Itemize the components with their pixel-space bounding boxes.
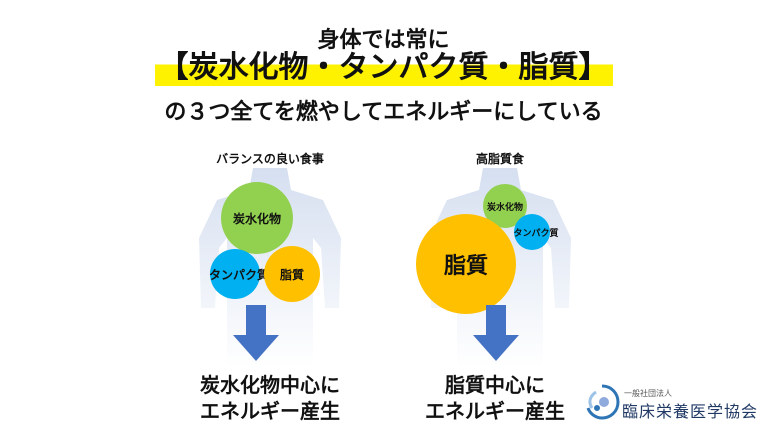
right-down-arrow <box>473 305 519 361</box>
left-result-line1: 炭水化物中心に <box>200 373 340 397</box>
right-result-line1: 脂質中心に <box>445 373 545 397</box>
right-fat-circle: 脂質 <box>416 214 516 314</box>
right-caption: 高脂質食 <box>475 152 524 166</box>
left-down-arrow <box>233 305 279 361</box>
title-line2-wrap: 【炭水化物・タンパク質・脂質】 <box>0 50 767 86</box>
left-carb-circle: 炭水化物 <box>221 182 293 254</box>
left-fat-label: 脂質 <box>279 267 304 282</box>
right-fat-label: 脂質 <box>443 254 488 279</box>
right-result: 脂質中心に エネルギー産生 <box>390 372 600 424</box>
title-line2: 【炭水化物・タンパク質・脂質】 <box>154 50 613 86</box>
logo-name: 臨床栄養医学協会 <box>622 402 759 421</box>
left-protein-label: タンパク質 <box>209 267 270 282</box>
right-carb-label: 炭水化物 <box>486 202 523 213</box>
title-line1: 身体では常に <box>317 28 450 53</box>
right-protein-label: タンパク質 <box>513 228 559 239</box>
right-protein-circle: タンパク質 <box>514 214 559 250</box>
left-protein-circle: タンパク質 <box>209 249 269 299</box>
left-result-line2: エネルギー産生 <box>200 399 340 423</box>
left-carb-label: 炭水化物 <box>232 211 281 226</box>
left-fat-circle: 脂質 <box>264 246 320 302</box>
logo-small-text: 一般社団法人 <box>624 389 672 398</box>
title-line3: の３つ全てを燃やしてエネルギーにしている <box>164 100 603 125</box>
right-result-line2: エネルギー産生 <box>425 399 565 423</box>
left-result: 炭水化物中心に エネルギー産生 <box>165 372 375 424</box>
left-caption: バランスの良い食事 <box>216 152 324 166</box>
association-logo-icon <box>586 384 620 420</box>
